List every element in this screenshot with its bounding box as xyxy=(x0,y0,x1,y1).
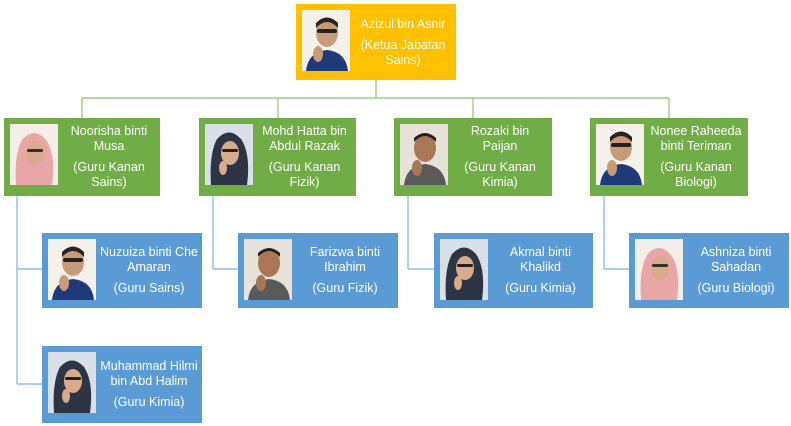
kanan-card-2: Mohd Hatta bin Abdul Razak (Guru Kanan F… xyxy=(199,118,356,196)
kanan-role-3: (Guru Kanan Kimia) xyxy=(464,160,536,189)
guru-card-4: Akmal binti Khalikd (Guru Kimia) xyxy=(434,233,593,308)
woman-hijab-photo xyxy=(48,352,96,413)
head-connectors xyxy=(81,80,670,118)
kanan-text-4: Nonee Raheeda binti Teriman (Guru Kanan … xyxy=(648,118,744,196)
guru-name-1: Nuzuiza binti Che Amaran xyxy=(100,245,198,274)
head-name: Azizul bin Asnir xyxy=(360,16,446,31)
head-card: Azizul bin Asnir (Ketua Jabatan Sains) xyxy=(296,4,456,80)
guru-text-3: Farizwa binti Ibrahim (Guru Fizik) xyxy=(296,233,394,308)
kanan-name-2: Mohd Hatta bin Abdul Razak xyxy=(262,124,347,153)
man-photo xyxy=(400,124,448,185)
kanan-card-1: Noorisha binti Musa (Guru Kanan Sains) xyxy=(4,118,160,196)
kanan-role-1: (Guru Kanan Sains) xyxy=(73,160,145,189)
man-photo xyxy=(302,10,350,71)
guru-role-2: (Guru Kimia) xyxy=(113,395,185,409)
guru-name-5: Ashniza binti Sahadan xyxy=(700,245,772,274)
guru-name-2: Muhammad Hilmi bin Abd Halim xyxy=(100,359,198,388)
man-photo xyxy=(48,239,96,300)
guru-role-5: (Guru Biologi) xyxy=(697,281,775,295)
head-text: Azizul bin Asnir (Ketua Jabatan Sains) xyxy=(354,4,452,80)
guru-text-2: Muhammad Hilmi bin Abd Halim (Guru Kimia… xyxy=(100,346,198,423)
kanan-name-1: Noorisha binti Musa xyxy=(70,124,148,153)
woman-pink-hijab-photo xyxy=(10,124,58,185)
guru-name-4: Akmal binti Khalikd xyxy=(509,245,572,274)
guru-card-3: Farizwa binti Ibrahim (Guru Fizik) xyxy=(238,233,398,308)
kanan-text-2: Mohd Hatta bin Abdul Razak (Guru Kanan F… xyxy=(257,118,352,196)
guru-card-1: Nuzuiza binti Che Amaran (Guru Sains) xyxy=(42,233,202,308)
kanan-name-4: Nonee Raheeda binti Teriman xyxy=(650,124,742,153)
woman-hijab-photo xyxy=(440,239,488,300)
guru-text-4: Akmal binti Khalikd (Guru Kimia) xyxy=(492,233,589,308)
woman-pink-hijab-photo xyxy=(635,239,683,300)
guru-name-3: Farizwa binti Ibrahim xyxy=(309,245,381,274)
man-photo xyxy=(244,239,292,300)
kanan-card-4: Nonee Raheeda binti Teriman (Guru Kanan … xyxy=(590,118,748,196)
guru-card-2: Muhammad Hilmi bin Abd Halim (Guru Kimia… xyxy=(42,346,202,423)
guru-card-5: Ashniza binti Sahadan (Guru Biologi) xyxy=(629,233,789,308)
kanan-card-3: Rozaki bin Paijan (Guru Kanan Kimia) xyxy=(394,118,552,196)
woman-hijab-photo xyxy=(205,124,253,185)
kanan-name-3: Rozaki bin Paijan xyxy=(470,124,530,153)
kanan-text-3: Rozaki bin Paijan (Guru Kanan Kimia) xyxy=(452,118,548,196)
guru-role-3: (Guru Fizik) xyxy=(312,281,378,295)
head-role: (Ketua Jabatan Sains) xyxy=(360,37,446,67)
branch-connectors xyxy=(16,196,629,385)
guru-role-4: (Guru Kimia) xyxy=(505,281,576,295)
guru-text-1: Nuzuiza binti Che Amaran (Guru Sains) xyxy=(100,233,198,308)
kanan-role-2: (Guru Kanan Fizik) xyxy=(268,160,341,189)
kanan-role-4: (Guru Kanan Biologi) xyxy=(660,160,732,189)
man-photo xyxy=(596,124,644,185)
guru-text-5: Ashniza binti Sahadan (Guru Biologi) xyxy=(687,233,785,308)
kanan-text-1: Noorisha binti Musa (Guru Kanan Sains) xyxy=(62,118,156,196)
guru-role-1: (Guru Sains) xyxy=(113,281,185,295)
